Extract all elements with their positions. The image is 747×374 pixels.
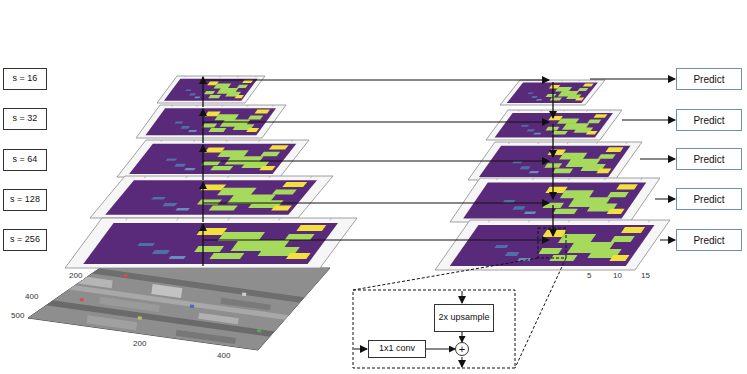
axis-tick-label: 400: [216, 352, 231, 360]
axis-tick-label: 200: [68, 272, 83, 280]
conv-box: 1x1 conv: [368, 340, 426, 358]
connector-arrow: [426, 349, 455, 350]
box-text: Predict: [693, 235, 724, 246]
box-text: s = 256: [10, 235, 40, 245]
box-text: s = 16: [13, 74, 38, 84]
predict-box: Predict: [676, 188, 742, 210]
box-text: +: [459, 343, 465, 355]
predict-box: Predict: [676, 68, 742, 90]
box-text: Predict: [693, 194, 724, 205]
box-text: Predict: [693, 154, 724, 165]
predict-box: Predict: [676, 148, 742, 170]
box-text: Predict: [693, 74, 724, 85]
box-text: s = 32: [13, 114, 38, 124]
axis-tick-label: 200: [132, 340, 147, 348]
box-text: Predict: [693, 115, 724, 126]
axis-tick-label: 400: [24, 293, 39, 301]
scale-box: s = 32: [3, 108, 47, 130]
predict-box: Predict: [676, 109, 742, 131]
scale-box: s = 64: [3, 149, 47, 171]
box-text: 1x1 conv: [379, 344, 415, 354]
box-text: 2x upsample: [438, 313, 489, 323]
upsample-box: 2x upsample: [434, 304, 494, 332]
box-text: s = 128: [10, 195, 40, 205]
connector-arrow: [462, 332, 463, 342]
scale-box: s = 16: [3, 68, 47, 90]
sum-circle: +: [455, 342, 469, 356]
predict-box: Predict: [676, 229, 742, 251]
axis-tick-label: 5: [586, 272, 592, 280]
box-text: s = 64: [13, 155, 38, 165]
axis-tick-label: 10: [612, 272, 623, 280]
scale-box: s = 128: [3, 189, 47, 211]
scale-box: s = 256: [3, 229, 47, 251]
axis-tick-label: 15: [640, 272, 651, 280]
axis-tick-label: 500: [10, 312, 25, 320]
